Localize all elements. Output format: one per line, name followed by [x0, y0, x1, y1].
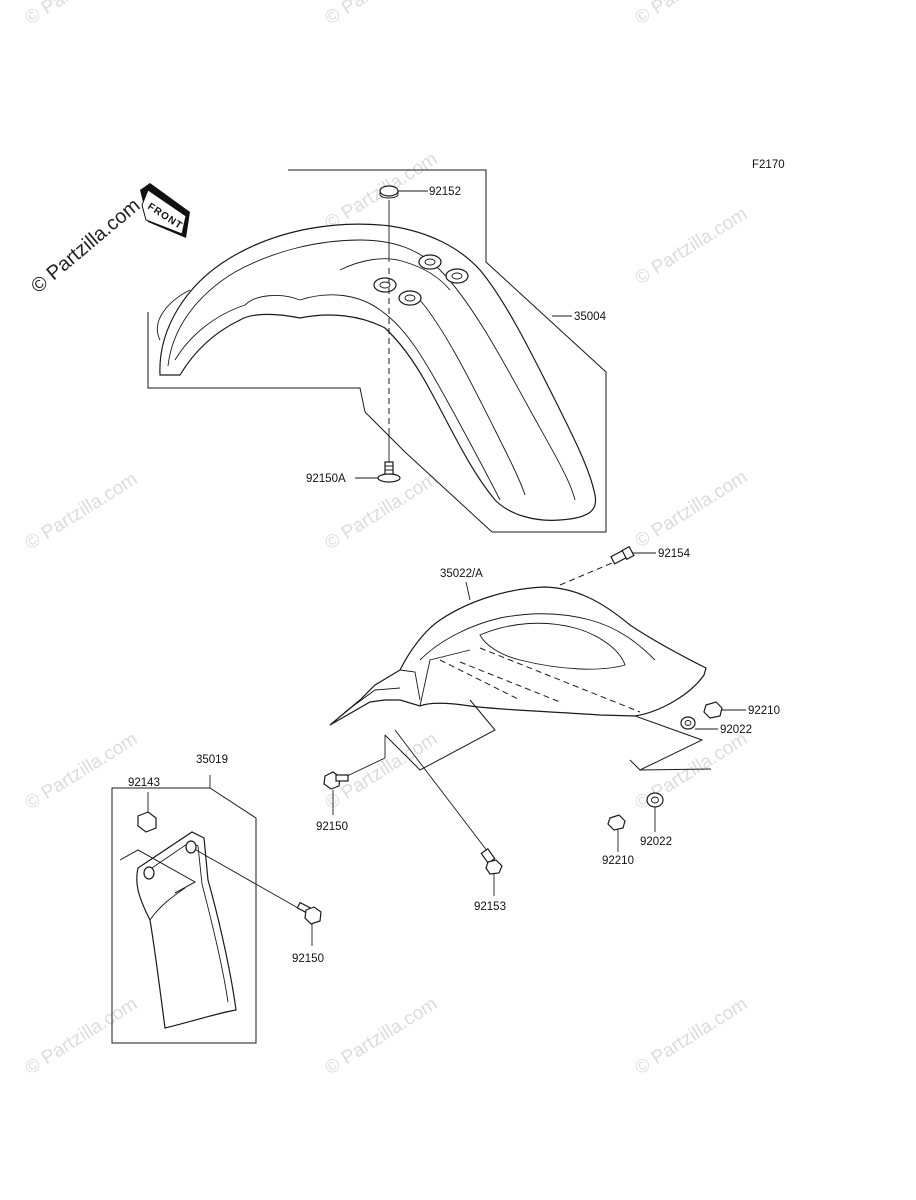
watermark: © Partzilla.com: [632, 467, 752, 553]
watermark: © Partzilla.com: [22, 729, 142, 815]
fender-mount-holes: [373, 254, 469, 306]
rear-nut-lower: [607, 814, 626, 831]
mud-flap-nut: [137, 811, 157, 833]
part-label-92022-upper: 92022: [720, 724, 752, 736]
figure-code: F2170: [752, 159, 785, 171]
rear-washer-upper: [680, 716, 696, 730]
watermark: © Partzilla.com: [322, 0, 442, 29]
rear-fender: [329, 586, 707, 726]
watermark: © Partzilla.com: [632, 0, 752, 29]
part-label-35022a: 35022/A: [440, 568, 483, 580]
front-direction-tag: FRONT: [140, 183, 190, 238]
front-fender-callout-box: [147, 169, 607, 533]
part-label-92153: 92153: [474, 901, 506, 913]
part-label-92152: 92152: [429, 186, 461, 198]
part-label-92150-rear: 92150: [316, 821, 348, 833]
part-label-92143: 92143: [128, 777, 160, 789]
mud-flap: [136, 831, 237, 1029]
mud-flap-callout-box: [111, 787, 257, 1044]
rear-bolt-lower: [480, 847, 503, 875]
rear-fender-assembly: 92154 35022/A 92210 92022: [316, 545, 780, 913]
watermark-primary: © Partzilla.com: [27, 194, 144, 297]
part-label-92154: 92154: [658, 548, 691, 560]
mud-flap-bolt: [296, 901, 322, 925]
watermark: © Partzilla.com: [22, 994, 142, 1080]
front-fender-bolt: [377, 461, 401, 483]
watermark: © Partzilla.com: [632, 204, 752, 290]
watermark-layer: © Partzilla.com © Partzilla.com © Partzi…: [22, 0, 752, 1079]
watermark: © Partzilla.com: [22, 469, 142, 555]
part-label-35004: 35004: [574, 311, 607, 323]
rear-nut-upper: [703, 701, 723, 719]
rear-bolt-left: [323, 771, 349, 790]
part-label-92022-lower: 92022: [640, 836, 672, 848]
watermark: © Partzilla.com: [22, 0, 142, 29]
part-label-35019: 35019: [196, 754, 228, 766]
watermark: © Partzilla.com: [322, 729, 442, 815]
mud-flap-assembly: 35019 92143 92150: [111, 754, 324, 1044]
part-label-92150a: 92150A: [306, 473, 346, 485]
watermark: © Partzilla.com: [632, 994, 752, 1080]
front-fender: [159, 223, 597, 521]
front-fender-assembly: 92152 92150A 35004: [147, 169, 607, 533]
part-label-92210-lower: 92210: [602, 855, 634, 867]
rear-fender-top-bolt: [610, 545, 635, 565]
part-label-92210-upper: 92210: [748, 705, 780, 717]
part-label-92150-flap: 92150: [292, 953, 324, 965]
watermark: © Partzilla.com: [322, 994, 442, 1080]
rear-washer-lower: [646, 792, 664, 808]
